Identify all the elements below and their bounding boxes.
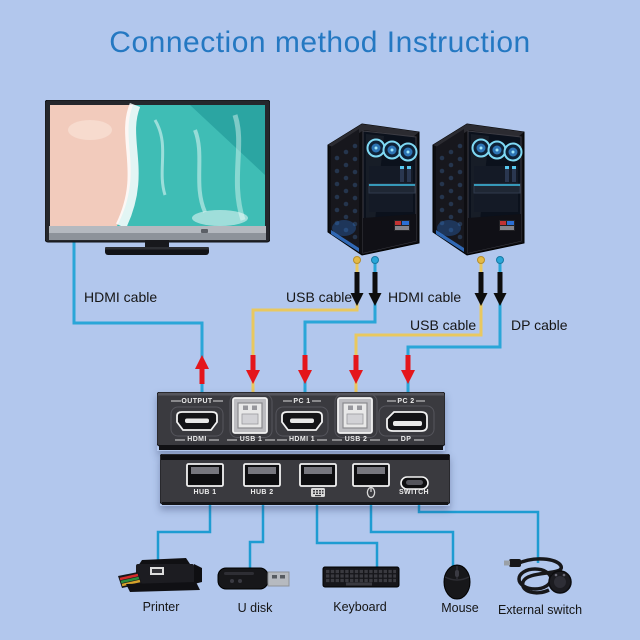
rear-label-output: OUTPUT	[181, 398, 213, 405]
printer-icon	[118, 558, 202, 592]
connector-arrow-icons	[350, 272, 507, 306]
micro-usb-switch-port	[400, 476, 429, 490]
usb-a-mouse-port	[352, 463, 390, 487]
front-label-hub2: HUB 2	[250, 489, 274, 496]
port-direction-arrows	[195, 355, 415, 384]
pc-tower-2	[432, 123, 525, 256]
dp-pc2-port	[386, 411, 428, 432]
usb-a-hub2-port	[243, 463, 281, 487]
peripheral-lines	[156, 501, 540, 574]
mouse-peripheral-icon	[443, 564, 471, 600]
rear-label-dp: DP	[400, 436, 412, 443]
rear-label-usb2: USB 2	[344, 436, 368, 443]
printer-label: Printer	[142, 600, 180, 614]
rear-label-hdmi1: HDMI 1	[288, 436, 316, 443]
pc1-hdmi-cable-label: HDMI cable	[388, 289, 462, 305]
usb-a-keyboard-port	[299, 463, 337, 487]
external-switch-label: External switch	[497, 603, 583, 617]
rear-label-pc1: PC 1	[293, 398, 311, 405]
monitor-logo	[201, 229, 208, 233]
page-title: Connection method Instruction	[109, 26, 531, 59]
usb-b-port-2	[337, 397, 373, 434]
hdmi-output-port	[176, 411, 218, 431]
rgb-fans	[366, 138, 418, 162]
hdmi-pc1-port	[281, 411, 323, 431]
keyboard-peripheral-icon	[322, 566, 400, 588]
kvm-rear-panel	[157, 392, 445, 451]
pc-tower-1	[327, 123, 420, 256]
udisk-icon	[217, 567, 290, 590]
udisk-label: U disk	[237, 601, 273, 615]
usb-b-port-1	[232, 397, 268, 434]
keyboard-label: Keyboard	[333, 600, 387, 614]
external-switch-icon	[504, 557, 572, 595]
pc1-usb-cable-label: USB cable	[286, 289, 353, 305]
monitor-stand	[105, 240, 209, 255]
monitor	[45, 100, 270, 255]
monitor-bottom-bar	[49, 226, 266, 240]
pc2-dp-cable-label: DP cable	[511, 317, 568, 333]
monitor-hdmi-cable	[72, 241, 204, 398]
rear-label-usb1: USB 1	[239, 436, 263, 443]
rgb-fans	[471, 138, 523, 162]
front-label-switch: SWITCH	[398, 489, 430, 496]
kvm-front-panel	[160, 454, 450, 506]
keyboard-icon	[311, 488, 325, 497]
pc2-usb-cable-label: USB cable	[410, 317, 477, 333]
rear-label-pc2: PC 2	[397, 398, 415, 405]
front-label-hub1: HUB 1	[193, 489, 217, 496]
pc1-hdmi-cable	[303, 256, 379, 398]
rear-label-hdmi: HDMI	[187, 436, 207, 443]
mouse-icon	[366, 486, 376, 499]
usb-a-hub1-port	[186, 463, 224, 487]
monitor-hdmi-cable-label: HDMI cable	[84, 289, 158, 305]
monitor-screen	[50, 102, 265, 229]
mouse-label: Mouse	[441, 601, 479, 615]
